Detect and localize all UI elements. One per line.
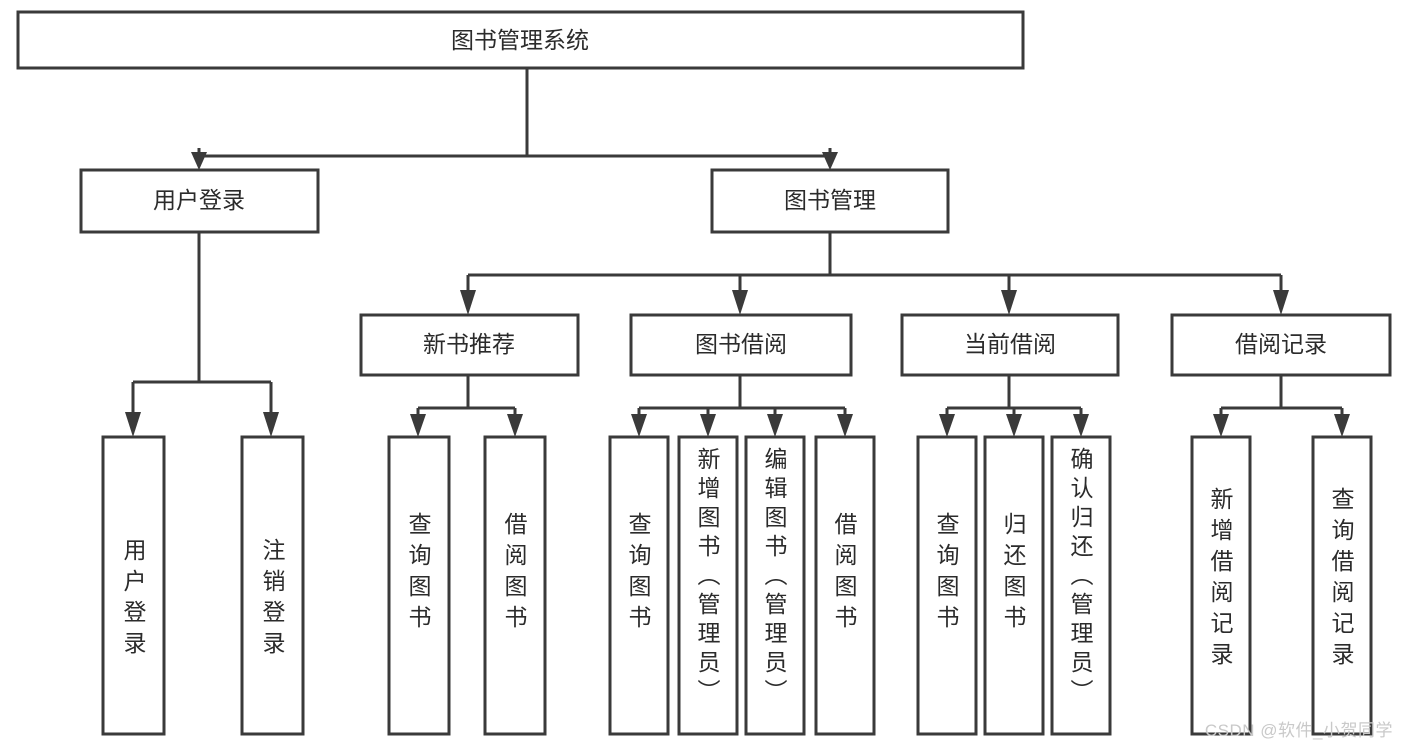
leaf-nb-query-book-label: 查询图书 (405, 512, 432, 636)
node-new-book-recommend-box[interactable] (359, 313, 580, 377)
node-book-management-box[interactable] (710, 168, 950, 234)
connector-group-current-borrow (939, 375, 1089, 437)
node-book-borrow-box[interactable] (629, 313, 853, 377)
connector-group-root (191, 68, 838, 170)
leaf-br-query-record-label: 查询借阅记录 (1328, 487, 1355, 673)
node-borrow-record[interactable]: 借阅记录 (1170, 313, 1392, 377)
leaf-cb-query-book-label: 查询图书 (933, 512, 960, 636)
leaf-cb-return-book-box[interactable] (983, 435, 1045, 736)
arrow-head-current-borrow (1001, 290, 1017, 315)
node-user-login[interactable]: 用户登录 (79, 168, 320, 234)
node-new-book-recommend-label: 新书推荐 (423, 331, 515, 357)
leaf-cb-query-book[interactable]: 查询图书 (916, 435, 978, 736)
leaf-nb-borrow-book-box[interactable] (483, 435, 547, 736)
leaf-user-login-box[interactable] (101, 435, 166, 736)
connector-group-new-book-rec (410, 375, 523, 437)
arrow-head-bb-add-book (700, 414, 716, 437)
node-current-borrow-box[interactable] (900, 313, 1120, 377)
arrow-head-br-query-record (1334, 414, 1350, 437)
leaf-bb-add-book-label: 新增图书（管理员） (694, 447, 721, 708)
leaf-cb-query-book-box[interactable] (916, 435, 978, 736)
leaf-cb-confirm-return[interactable]: 确认归还（管理员） (1050, 435, 1112, 736)
arrow-head-user-login (191, 152, 207, 170)
node-book-management-label: 图书管理 (784, 187, 876, 213)
leaf-bb-borrow-book-box[interactable] (814, 435, 876, 736)
leaf-cb-confirm-return-box[interactable] (1050, 435, 1112, 736)
connector-group-user-login (125, 232, 279, 437)
arrow-head-cb-confirm-return (1073, 414, 1089, 437)
arrow-head-br-add-record (1213, 414, 1229, 437)
node-user-login-box[interactable] (79, 168, 320, 234)
connector-group-book-borrow (631, 375, 853, 437)
node-new-book-recommend[interactable]: 新书推荐 (359, 313, 580, 377)
leaf-br-query-record[interactable]: 查询借阅记录 (1311, 435, 1373, 736)
arrow-head-leaf-user-login (125, 412, 141, 437)
leaf-nb-borrow-book-label: 借阅图书 (501, 512, 528, 636)
node-current-borrow[interactable]: 当前借阅 (900, 313, 1120, 377)
leaf-bb-add-book[interactable]: 新增图书（管理员） (677, 435, 739, 736)
leaf-logout-label: 注销登录 (259, 538, 286, 662)
arrow-head-nb-query-book (410, 414, 426, 437)
leaf-bb-borrow-book[interactable]: 借阅图书 (814, 435, 876, 736)
node-current-borrow-label: 当前借阅 (964, 331, 1056, 357)
leaf-bb-borrow-book-label: 借阅图书 (831, 512, 858, 636)
arrow-head-nb-borrow-book (507, 414, 523, 437)
leaf-cb-return-book[interactable]: 归还图书 (983, 435, 1045, 736)
leaf-bb-add-book-box[interactable] (677, 435, 739, 736)
arrow-head-new-book-rec (460, 290, 476, 315)
leaf-logout-box[interactable] (240, 435, 305, 736)
leaf-br-add-record-box[interactable] (1190, 435, 1252, 736)
leaf-bb-edit-book-box[interactable] (744, 435, 806, 736)
leaf-br-add-record-label: 新增借阅记录 (1207, 487, 1234, 673)
arrow-head-cb-query-book (939, 414, 955, 437)
node-book-management[interactable]: 图书管理 (710, 168, 950, 234)
node-book-borrow[interactable]: 图书借阅 (629, 313, 853, 377)
arrow-head-cb-return-book (1006, 414, 1022, 437)
leaf-user-login-label: 用户登录 (120, 538, 147, 662)
arrow-head-bb-query-book (631, 414, 647, 437)
connector-group-book-manage (460, 232, 1289, 315)
node-borrow-record-box[interactable] (1170, 313, 1392, 377)
leaf-bb-query-book-box[interactable] (608, 435, 670, 736)
node-root-system-box[interactable] (16, 10, 1025, 70)
node-root-system-label: 图书管理系统 (451, 27, 589, 53)
node-root-system[interactable]: 图书管理系统 (16, 10, 1025, 70)
arrow-head-bb-edit-book (767, 414, 783, 437)
leaf-br-add-record[interactable]: 新增借阅记录 (1190, 435, 1252, 736)
arrow-head-book-borrow (732, 290, 748, 315)
csdn-watermark: CSDN @软件_小贺同学 (1204, 721, 1393, 740)
leaf-user-login[interactable]: 用户登录 (101, 435, 166, 736)
leaf-bb-query-book-label: 查询图书 (625, 512, 652, 636)
arrow-head-bb-borrow-book (837, 414, 853, 437)
node-book-borrow-label: 图书借阅 (695, 331, 787, 357)
leaf-bb-edit-book-label: 编辑图书（管理员） (761, 447, 788, 708)
arrow-head-borrow-record (1273, 290, 1289, 315)
leaf-logout[interactable]: 注销登录 (240, 435, 305, 736)
leaf-nb-query-book[interactable]: 查询图书 (387, 435, 451, 736)
node-borrow-record-label: 借阅记录 (1235, 331, 1327, 357)
leaf-nb-borrow-book[interactable]: 借阅图书 (483, 435, 547, 736)
leaf-cb-confirm-return-label: 确认归还（管理员） (1067, 447, 1094, 708)
node-user-login-label: 用户登录 (153, 187, 245, 213)
arrow-head-leaf-logout (263, 412, 279, 437)
leaf-cb-return-book-label: 归还图书 (1000, 512, 1027, 636)
connector-group-borrow-record (1213, 375, 1350, 437)
leaf-br-query-record-box[interactable] (1311, 435, 1373, 736)
leaf-bb-edit-book[interactable]: 编辑图书（管理员） (744, 435, 806, 736)
leaf-bb-query-book[interactable]: 查询图书 (608, 435, 670, 736)
leaf-nb-query-book-box[interactable] (387, 435, 451, 736)
arrow-head-book-manage (822, 152, 838, 170)
